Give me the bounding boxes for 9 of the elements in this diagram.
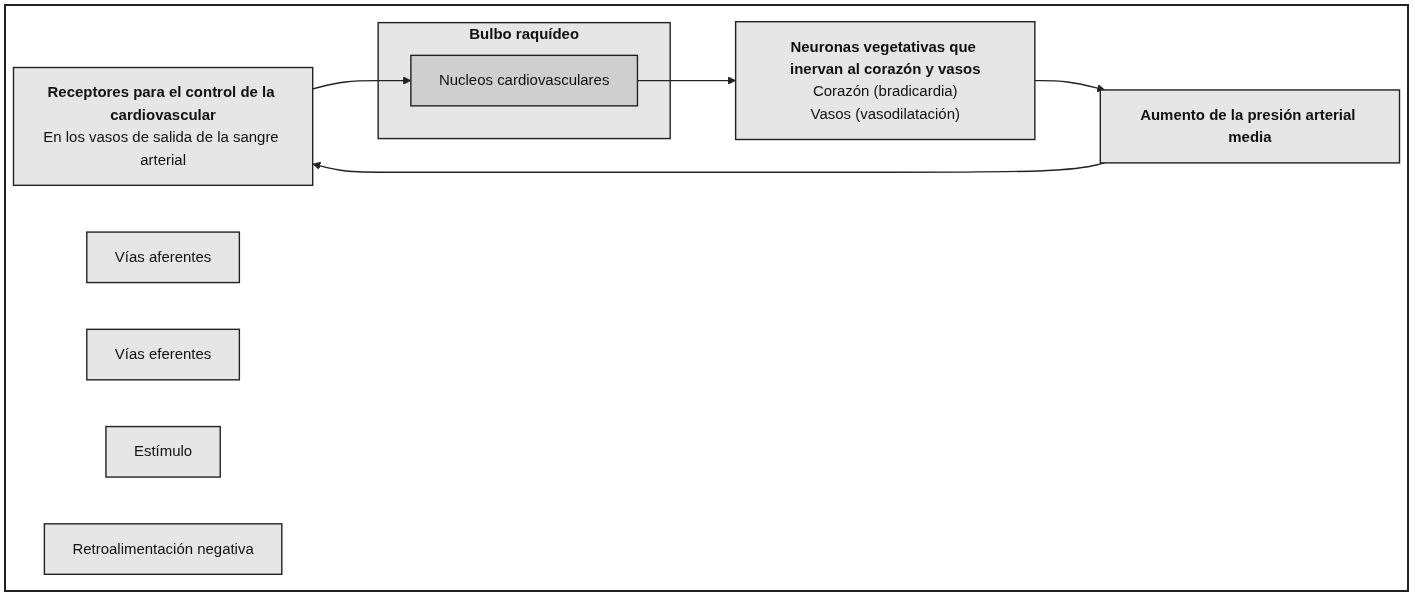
node-box: Estímulo [105,425,221,478]
node-box: Retroalimentación negativa [43,523,283,575]
node-box: Vías aferentes [86,231,241,284]
node-box: Receptores para el control de la cardiovascular En los vasos de salida de la sangre arterial [12,66,314,187]
node-box: Aumento de la presión arterial media [1099,89,1401,164]
node-box: Neuronas vegetativas que inervan al corazón y vasos Corazón (bradicardia) Vasos (vasodilatación) [734,21,1036,141]
arrow [1034,79,1106,93]
node-box: Nucleos cardiovasculares [410,54,639,107]
node-box: Vías eferentes [86,328,241,381]
